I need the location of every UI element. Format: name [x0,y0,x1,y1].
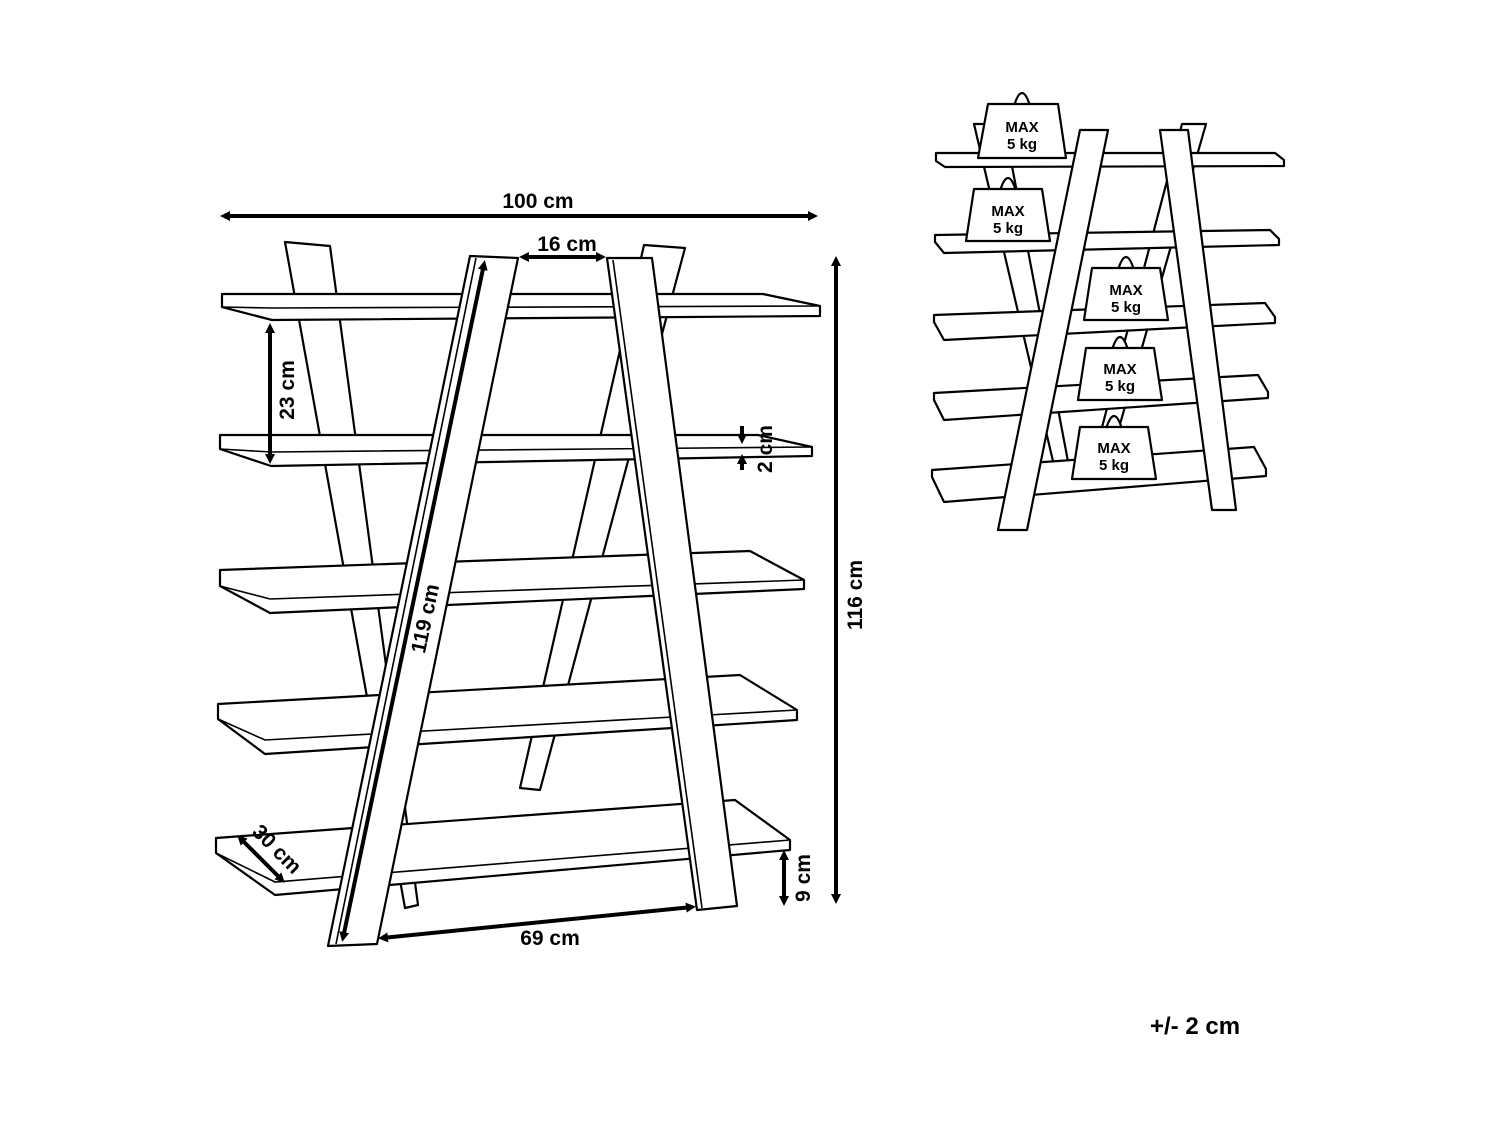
weight-3-max: MAX [1109,282,1142,299]
base-width-label: 69 cm [520,927,580,950]
weight-3: MAX 5 kg [1082,255,1170,322]
shelf-3 [218,549,806,615]
shelf-thickness-label: 2 cm [754,425,777,473]
base-width-arrow [378,902,696,943]
front-leg-right [605,256,739,912]
weight-4-max: MAX [1103,361,1136,378]
leg-length-arrow [339,260,488,942]
floor-clearance-label: 9 cm [792,854,815,902]
weight-1: MAX 5 kg [976,91,1068,160]
weight-2-max: MAX [991,203,1024,220]
top-gap-label: 16 cm [537,233,597,256]
weight-4-kg: 5 kg [1105,378,1135,395]
width-label: 100 cm [502,190,573,213]
weight-1-max: MAX [1005,119,1038,136]
weight-5-kg: 5 kg [1099,457,1129,474]
weight-5: MAX 5 kg [1070,414,1158,481]
weight-4: MAX 5 kg [1076,335,1164,402]
load-diagram: MAX 5 kg MAX 5 kg MAX 5 kg MAX 5 kg MAX … [930,91,1286,532]
weight-3-kg: 5 kg [1111,299,1141,316]
shelf-2 [218,433,814,468]
main-shelf-drawing [214,240,822,948]
tolerance-label: +/- 2 cm [1150,1013,1241,1040]
depth-arrow [237,835,285,883]
weight-2-kg: 5 kg [993,220,1023,237]
height-label: 116 cm [844,560,867,630]
dimension-lines [220,211,841,943]
weight-1-kg: 5 kg [1007,136,1037,153]
shelf-spacing-label: 23 cm [276,360,299,420]
weight-2: MAX 5 kg [964,176,1052,243]
shelf-1 [220,292,822,322]
weight-5-max: MAX [1097,440,1130,457]
